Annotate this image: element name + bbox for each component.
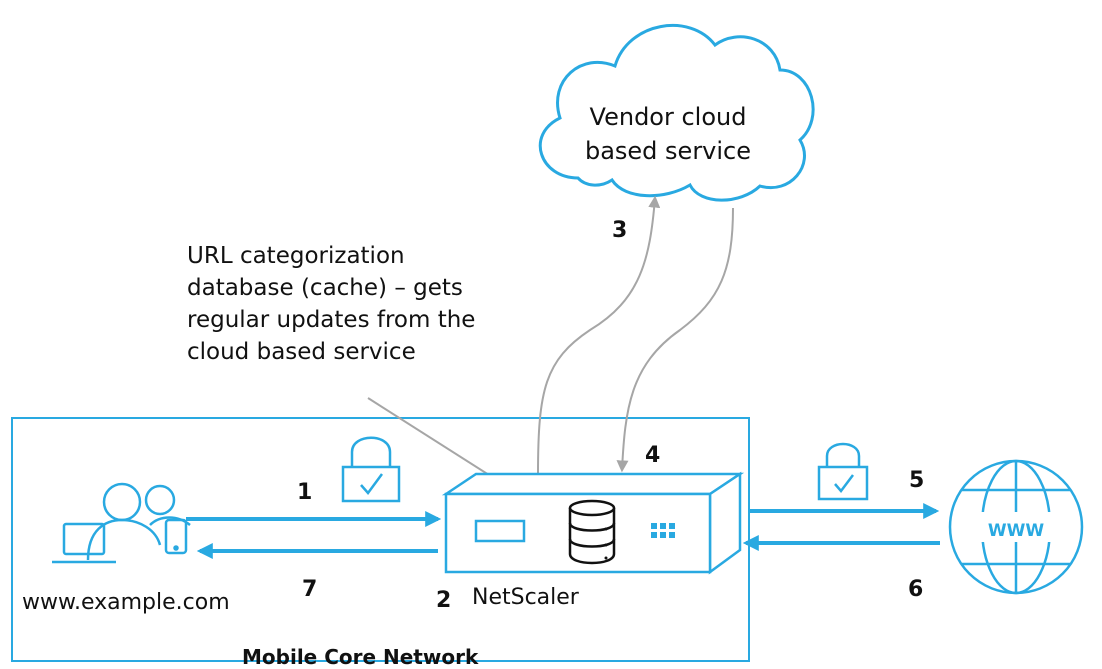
appliance-ports (651, 523, 675, 538)
annotation-line-1: URL categorization (187, 243, 405, 269)
cloud-label-line-1: Vendor cloud (589, 103, 747, 131)
step-number-5: 5 (909, 468, 925, 493)
site-label: www.example.com (22, 590, 230, 615)
annotation-line-4: cloud based service (187, 339, 416, 365)
step-number-7: 7 (302, 577, 318, 602)
lock-check-icon (817, 442, 869, 501)
annotation-line-3: regular updates from the (187, 307, 476, 333)
arrow-from-cloud (616, 207, 734, 473)
cloud-icon (538, 23, 815, 202)
step-number-1: 1 (297, 480, 313, 505)
network-label: Mobile Core Network (242, 645, 479, 669)
annotation-text: URL categorization database (cache) – ge… (187, 240, 475, 368)
step-number-2: 2 (436, 588, 452, 613)
step-number-3: 3 (612, 218, 628, 243)
annotation-line-2: database (cache) – gets (187, 275, 463, 301)
laptop-icon (52, 522, 116, 564)
step-number-4: 4 (645, 443, 661, 468)
appliance-slot (474, 519, 526, 543)
lock-check-icon (341, 436, 401, 503)
database-icon (568, 499, 616, 565)
globe-icon (948, 459, 1084, 595)
tablet-icon (164, 518, 188, 555)
cloud-label-line-2: based service (584, 137, 752, 165)
appliance-label: NetScaler (472, 585, 579, 610)
arrow-to-cloud (537, 195, 661, 475)
cloud-label: Vendor cloud based service (548, 100, 788, 168)
globe-label: WWW (988, 521, 1045, 541)
step-number-6: 6 (908, 577, 924, 602)
